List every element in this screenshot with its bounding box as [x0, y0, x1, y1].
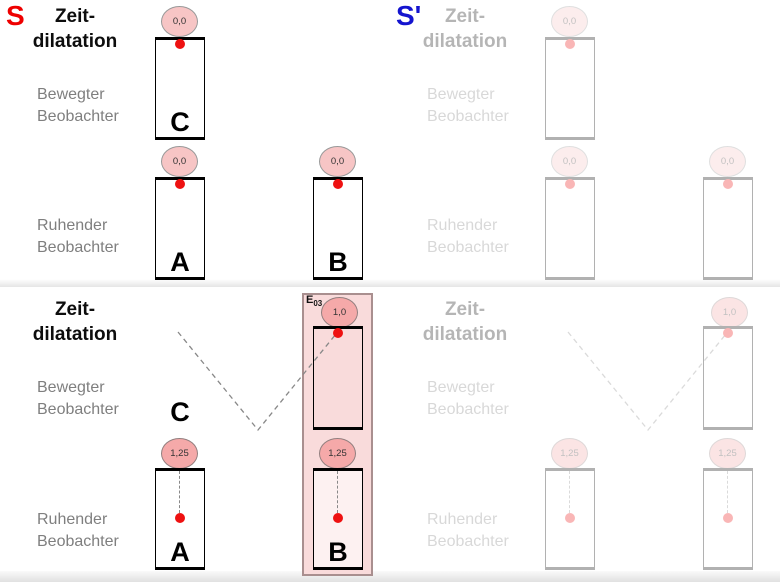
slide-title: Zeit- dilatation — [25, 297, 125, 347]
clock-face-a: 1,25 — [161, 438, 198, 469]
slide-title-line1: Zeit- — [54, 299, 96, 320]
resting-observer-line1: Ruhender — [37, 511, 108, 528]
clock-face-a: 1,25 — [551, 438, 588, 469]
light-clock-c — [545, 37, 595, 140]
light-clock-b — [703, 468, 753, 570]
moving-observer-line1: Bewegter — [427, 86, 495, 103]
photon-dot — [723, 179, 733, 189]
clock-face-b: 0,0 — [709, 146, 746, 177]
photon-dot — [565, 39, 575, 49]
photon-path-vertical — [337, 471, 338, 513]
light-path — [177, 331, 337, 432]
moving-observer-label: Bewegter Beobachter — [37, 84, 157, 128]
clock-letter-b: B — [328, 247, 348, 277]
resting-observer-label: Ruhender Beobachter — [37, 215, 157, 259]
resting-observer-label: Ruhender Beobachter — [37, 509, 157, 553]
slide-title-line2: dilatation — [32, 324, 118, 345]
clock-letter-a: A — [170, 537, 190, 567]
slide-title-line1: Zeit- — [444, 299, 486, 320]
clock-letter-c: C — [170, 107, 190, 137]
clock-face-b: 1,25 — [709, 438, 746, 469]
slide-title-line2: dilatation — [422, 31, 508, 52]
event-label-subscript: 03 — [313, 299, 323, 309]
photon-dot — [723, 328, 733, 338]
slide-title: Zeit- dilatation — [415, 297, 515, 347]
photon-dot — [333, 328, 343, 338]
slide-title-line2: dilatation — [422, 324, 508, 345]
quadrant-divider-shadow — [0, 279, 780, 287]
photon-dot — [175, 513, 185, 523]
resting-observer-line2: Beobachter — [37, 239, 119, 256]
light-clock-b: B — [313, 468, 363, 570]
moving-observer-label: Bewegter Beobachter — [427, 377, 547, 421]
clock-face-a: 0,0 — [551, 146, 588, 177]
light-clock-b: B — [313, 177, 363, 280]
quadrant-frame-s-later: Zeit- dilatation Bewegter Beobachter Ruh… — [0, 287, 390, 582]
clock-face-c: 0,0 — [161, 6, 198, 37]
moving-observer-line2: Beobachter — [427, 108, 509, 125]
light-clock-a — [545, 468, 595, 570]
slide-title-line1: Zeit- — [444, 6, 486, 27]
clock-face-c: 1,0 — [711, 297, 748, 328]
light-clock-c: C — [155, 37, 205, 140]
light-clock-c-moved — [703, 326, 753, 430]
moving-observer-label: Bewegter Beobachter — [427, 84, 547, 128]
photon-dot — [175, 39, 185, 49]
slide-title: Zeit- dilatation — [25, 4, 125, 54]
resting-observer-label: Ruhender Beobachter — [427, 509, 547, 553]
slide-title-line2: dilatation — [32, 31, 118, 52]
clock-face-b: 0,0 — [319, 146, 356, 177]
photon-dot — [333, 513, 343, 523]
clock-letter-c-position: C — [170, 397, 190, 427]
event-label-base: E — [306, 294, 314, 306]
moving-observer-line2: Beobachter — [37, 108, 119, 125]
light-clock-c-moved — [313, 326, 363, 430]
clock-letter-b: B — [328, 537, 348, 567]
clock-letter-a: A — [170, 247, 190, 277]
photon-dot — [565, 513, 575, 523]
resting-observer-line1: Ruhender — [37, 217, 108, 234]
photon-dot — [333, 179, 343, 189]
resting-observer-line2: Beobachter — [427, 239, 509, 256]
frame-s-prime-label: S' — [396, 0, 422, 31]
moving-observer-line2: Beobachter — [37, 401, 119, 418]
light-clock-a: A — [155, 177, 205, 280]
light-clock-a — [545, 177, 595, 280]
light-path — [567, 331, 727, 432]
quadrant-frame-s-prime-later: Zeit- dilatation Bewegter Beobachter Ruh… — [390, 287, 780, 582]
photon-path-vertical — [727, 471, 728, 513]
quadrant-frame-s-prime-initial: S' Zeit- dilatation Bewegter Beobachter … — [390, 0, 780, 287]
clock-face-c: 0,0 — [551, 6, 588, 37]
moving-observer-line1: Bewegter — [427, 379, 495, 396]
bottom-edge-shadow — [0, 571, 780, 582]
quadrant-frame-s-initial: S Zeit- dilatation Bewegter Beobachter R… — [0, 0, 390, 287]
slide-title-line1: Zeit- — [54, 6, 96, 27]
clock-face-a: 0,0 — [161, 146, 198, 177]
photon-path-vertical — [179, 471, 180, 513]
frame-s-label: S — [6, 0, 25, 31]
resting-observer-line2: Beobachter — [427, 533, 509, 550]
resting-observer-label: Ruhender Beobachter — [427, 215, 547, 259]
photon-dot — [565, 179, 575, 189]
slide-title: Zeit- dilatation — [415, 4, 515, 54]
photon-dot — [175, 179, 185, 189]
resting-observer-line1: Ruhender — [427, 511, 498, 528]
photon-dot — [723, 513, 733, 523]
faded-scene: Zeit- dilatation Bewegter Beobachter Ruh… — [390, 287, 780, 582]
light-clock-b — [703, 177, 753, 280]
moving-observer-line1: Bewegter — [37, 86, 105, 103]
moving-observer-line1: Bewegter — [37, 379, 105, 396]
clock-face-b: 1,25 — [319, 438, 356, 469]
clock-face-c: 1,0 — [321, 297, 358, 328]
resting-observer-line2: Beobachter — [37, 533, 119, 550]
faded-scene: Zeit- dilatation Bewegter Beobachter Ruh… — [390, 0, 780, 295]
photon-path-vertical — [569, 471, 570, 513]
resting-observer-line1: Ruhender — [427, 217, 498, 234]
event-label: E03 — [306, 294, 322, 308]
moving-observer-line2: Beobachter — [427, 401, 509, 418]
moving-observer-label: Bewegter Beobachter — [37, 377, 157, 421]
